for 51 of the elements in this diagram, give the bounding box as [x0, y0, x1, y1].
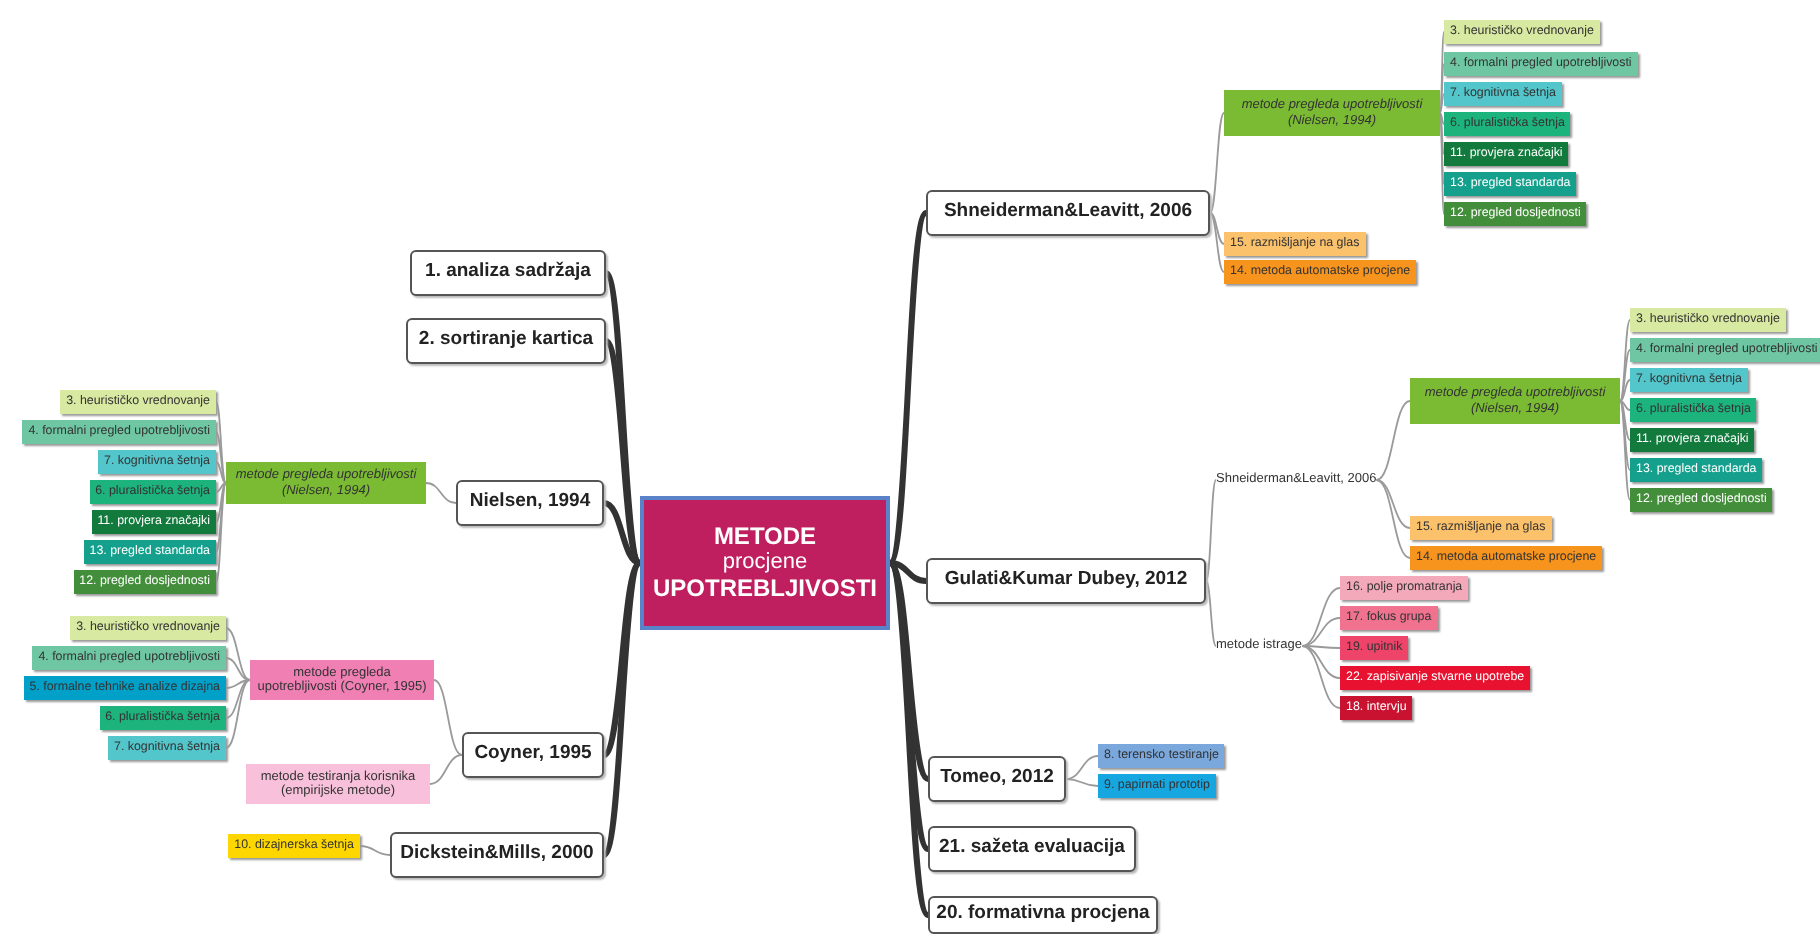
- connector-line: [215, 482, 227, 583]
- connector-line: [1301, 645, 1341, 679]
- connector-line: [1209, 212, 1225, 245]
- connector-line: [603, 500, 641, 566]
- topic-box: Gulati&Kumar Dubey, 2012: [926, 558, 1206, 604]
- topic-box: Shneiderman&Leavitt, 2006: [926, 190, 1210, 236]
- connector-line: [215, 431, 227, 484]
- connector-line: [225, 627, 251, 681]
- topic-box: Coyner, 1995: [462, 732, 604, 778]
- connector-line: [1205, 479, 1217, 582]
- connector-line: [215, 401, 227, 484]
- connector-line: [1209, 112, 1225, 214]
- connector-line: [359, 845, 391, 856]
- topic-box: Dickstein&Mills, 2000: [390, 832, 604, 878]
- connector-line: [1301, 587, 1341, 647]
- connector-line: [1375, 479, 1411, 559]
- connector-line: [425, 482, 457, 504]
- connector-line: [601, 561, 643, 857]
- connector-line: [1375, 400, 1411, 481]
- topic-box: 21. sažeta evaluacija: [928, 826, 1136, 872]
- connector-line: [225, 679, 251, 749]
- topic-box: Tomeo, 2012: [928, 756, 1066, 802]
- connector-line: [215, 461, 227, 484]
- connector-line: [225, 679, 251, 719]
- connector-line: [215, 482, 227, 523]
- connector-line: [1439, 93, 1445, 114]
- connector-line: [1619, 379, 1631, 402]
- connector-line: [1301, 645, 1341, 649]
- connector-line: [1619, 400, 1631, 471]
- central-topic-box: METODE procjene UPOTREBLJIVOSTI: [640, 496, 890, 630]
- topic-box: 1. analiza sadržaja: [410, 250, 606, 296]
- connector-line: [1375, 479, 1411, 529]
- connector-line: [603, 339, 643, 565]
- connector-line: [1619, 349, 1631, 402]
- connector-line: [433, 679, 463, 756]
- connector-line: [1065, 778, 1099, 787]
- connector-line: [1619, 400, 1631, 441]
- connector-line: [1301, 617, 1341, 647]
- connector-line: [225, 657, 251, 681]
- connector-line: [887, 211, 929, 565]
- connector-line: [429, 754, 463, 785]
- topic-box: 20. formativna procjena: [928, 896, 1158, 934]
- connector-line: [602, 560, 642, 758]
- topic-box: 2. sortiranje kartica: [406, 318, 606, 364]
- topic-box: Nielsen, 1994: [456, 480, 604, 526]
- connector-line: [1301, 645, 1341, 709]
- connector-line: [1209, 212, 1225, 273]
- connector-line: [889, 560, 927, 584]
- connector-line: [225, 679, 251, 689]
- connector-line: [1065, 755, 1099, 780]
- connector-line: [1205, 580, 1217, 647]
